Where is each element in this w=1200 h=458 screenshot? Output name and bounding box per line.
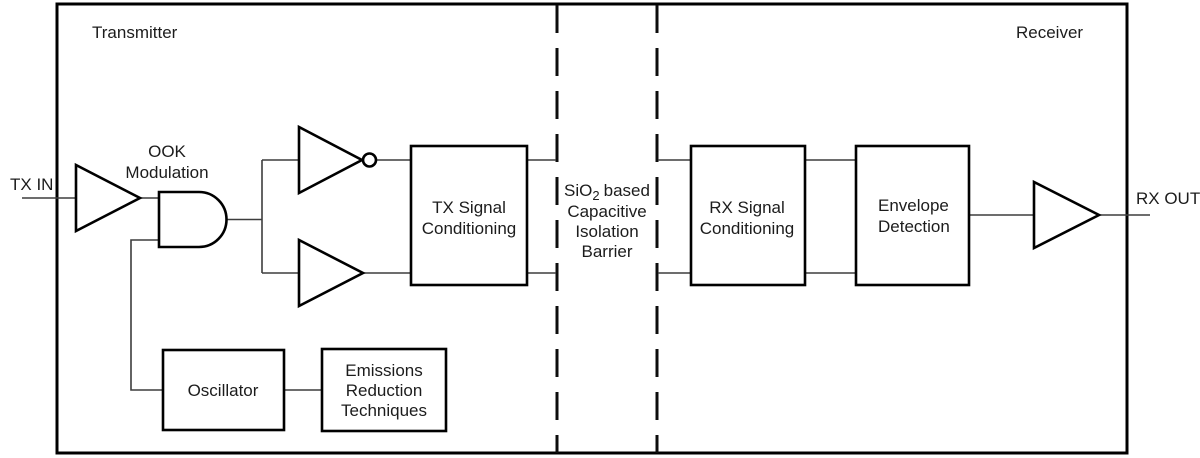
tx-signal-conditioning-box	[409, 144, 529, 287]
emissions-reduction-box	[320, 347, 448, 433]
rx-signal-conditioning-label-line2: Conditioning	[700, 219, 795, 238]
rx-output-buffer-gate	[1032, 179, 1102, 251]
oscillator-box	[161, 348, 286, 432]
barrier-formula-base: SiO	[564, 181, 592, 200]
isolation-barrier-label-line4: Barrier	[581, 242, 632, 261]
wire-oscillator-feedback	[130, 239, 163, 391]
isolation-barrier-label-line1: SiO2 based	[564, 181, 650, 203]
tx-input-buffer-gate	[74, 162, 143, 234]
envelope-detection-label-line1: Envelope	[878, 196, 949, 215]
isolation-barrier-label-line3: Isolation	[575, 222, 638, 241]
modulation-buffer-gate	[297, 237, 366, 309]
isolation-barrier-label-line2: Capacitive	[567, 202, 646, 221]
emissions-reduction-label-line2: Reduction	[346, 381, 423, 400]
rx-out-port-label: RX OUT	[1136, 189, 1200, 208]
inverter-gate	[297, 124, 365, 196]
rx-signal-conditioning-label-line1: RX Signal	[709, 198, 785, 217]
inverter-bubble	[361, 152, 378, 168]
tx-signal-conditioning-label-line1: TX Signal	[432, 198, 506, 217]
tx-in-port-label: TX IN	[10, 175, 53, 194]
barrier-formula-subscript: 2	[592, 188, 599, 203]
rx-signal-conditioning-box	[689, 144, 807, 287]
ook-modulation-label-line2: Modulation	[125, 163, 208, 182]
receiver-region-label: Receiver	[1016, 23, 1083, 42]
envelope-detection-box	[854, 144, 971, 287]
envelope-detection-label-line2: Detection	[878, 217, 950, 236]
emissions-reduction-label-line3: Techniques	[341, 401, 427, 420]
oscillator-label: Oscillator	[188, 381, 259, 400]
barrier-formula-suffix: based	[604, 181, 650, 200]
and-gate	[157, 190, 228, 249]
ook-modulation-label-line1: OOK	[148, 142, 186, 161]
transmitter-region-label: Transmitter	[92, 23, 178, 42]
emissions-reduction-label-line1: Emissions	[345, 361, 422, 380]
tx-signal-conditioning-label-line2: Conditioning	[422, 219, 517, 238]
chip-boundary-frame	[55, 2, 1129, 455]
